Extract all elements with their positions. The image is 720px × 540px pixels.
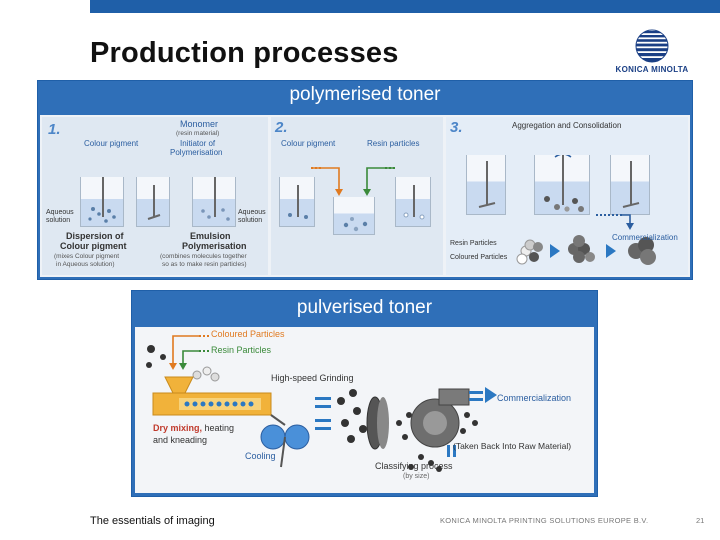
stirrer-icon	[478, 161, 496, 208]
resin-particles-label-2: Resin particles	[367, 139, 420, 148]
polymerised-heading: polymerised toner	[289, 84, 441, 105]
initiator-label: Initiator of	[180, 139, 216, 148]
particle-cluster-icon	[628, 237, 656, 265]
stirrer-icon	[201, 177, 230, 221]
monomer-label: Monomer	[180, 119, 219, 129]
commercialization-arrow	[516, 214, 656, 265]
emulsion-note-2: so as to make resin particles)	[162, 261, 247, 268]
stirrer-icon	[288, 185, 308, 219]
polymerised-diagram: 1. Colour pigment Monomer (resin materia…	[40, 115, 690, 277]
beaker-aggregation-2	[534, 155, 590, 215]
cooling-label: Cooling	[245, 451, 276, 461]
step-2-section: 2. Colour pigment Resin particles	[271, 117, 443, 275]
solution-right-label: solution	[238, 217, 263, 224]
beaker-plain	[136, 177, 170, 227]
polymerised-toner-panel: polymerised toner 1. Colour pigment Mono…	[37, 80, 693, 280]
high-speed-grinding-label: High-speed Grinding	[271, 373, 354, 383]
pigment-particle-icon	[146, 345, 220, 382]
particle-cluster-icon	[568, 235, 595, 263]
aqueous-left-label: Aqueous	[46, 209, 74, 216]
pulverised-heading: pulverised toner	[296, 297, 433, 318]
dry-mixing-label: Dry mixing, heating	[153, 423, 234, 433]
beaker-aggregation-1	[466, 155, 506, 215]
top-accent-bar	[90, 0, 720, 13]
slide-title: Production processes	[90, 37, 399, 69]
beaker-pigment	[279, 177, 315, 227]
classifying-label: Classifying process	[375, 461, 453, 471]
dispersion-note-1: (mixes Colour pigment	[54, 253, 120, 260]
emulsion-note-1: (combines molecules together	[160, 253, 247, 260]
dispersion-title-2: Colour pigment	[60, 241, 127, 251]
pulverising-machinery	[146, 335, 497, 472]
pulverised-toner-panel: pulverised toner	[131, 290, 598, 497]
step-3-number: 3.	[450, 119, 463, 136]
footer-tagline: The essentials of imaging	[90, 515, 215, 527]
stirrer-icon	[403, 185, 425, 220]
pulverised-diagram: Coloured Particles Resin Particles High-…	[135, 327, 594, 493]
logo-wordmark: KONICA MINOLTA	[615, 65, 689, 74]
page-number: 21	[696, 516, 705, 525]
konica-minolta-logo: KONICA MINOLTA	[612, 28, 692, 78]
particle-cluster-icon	[516, 239, 543, 265]
coloured-particles-label: Coloured Particles	[211, 329, 285, 339]
commercialization-label-3: Commercialization	[612, 233, 678, 242]
feed-arrows	[311, 167, 395, 196]
colour-pigment-label: Colour pigment	[84, 139, 139, 148]
footer-company: KONICA MINOLTA PRINTING SOLUTIONS EUROPE…	[440, 516, 649, 525]
dispersion-title-1: Dispersion of	[66, 231, 124, 241]
resin-particles-label: Resin Particles	[211, 345, 272, 355]
by-size-label: (by size)	[403, 473, 430, 480]
aqueous-right-label: Aqueous	[238, 209, 266, 216]
taken-back-label: (Taken Back Into Raw Material)	[453, 441, 572, 451]
beaker-mixing	[333, 197, 375, 235]
coloured-particles-label-3: Coloured Particles	[450, 254, 508, 261]
step-3-section: 3. Aggregation and Consolidation	[446, 117, 688, 275]
heating-text: heating	[202, 423, 235, 433]
dispersion-note-2: in Aqueous solution)	[56, 261, 115, 268]
stirrer-icon	[147, 185, 161, 220]
beaker-dispersion	[80, 177, 124, 227]
stirrer-icon	[622, 161, 640, 208]
beaker-resin	[395, 177, 431, 227]
beaker-aggregation-3	[610, 155, 650, 215]
resin-material-label: (resin material)	[176, 130, 220, 137]
globe-icon	[635, 29, 669, 63]
stirrer-icon	[343, 217, 368, 232]
stirrer-icon	[88, 177, 116, 223]
beaker-emulsion	[192, 177, 236, 227]
step-2-number: 2.	[275, 119, 288, 136]
cooling-roller-icon	[284, 424, 310, 450]
emulsion-title-2: Polymerisation	[182, 241, 247, 251]
solution-left-label: solution	[46, 217, 71, 224]
resin-particles-label-3: Resin Particles	[450, 240, 497, 247]
dry-mixing-text: Dry mixing,	[153, 423, 203, 433]
commercialization-label: Commercialization	[497, 393, 572, 403]
step-1-number: 1.	[48, 121, 61, 138]
polymerisation-label: Polymerisation	[170, 148, 223, 157]
aggregation-label: Aggregation and Consolidation	[512, 121, 622, 130]
kneading-label: and kneading	[153, 435, 208, 445]
colour-pigment-label-2: Colour pigment	[281, 139, 336, 148]
stirrer-icon	[544, 155, 584, 212]
cooling-roller-icon	[260, 424, 286, 450]
step-1-section: 1. Colour pigment Monomer (resin materia…	[42, 117, 268, 275]
emulsion-title-1: Emulsion	[190, 231, 231, 241]
